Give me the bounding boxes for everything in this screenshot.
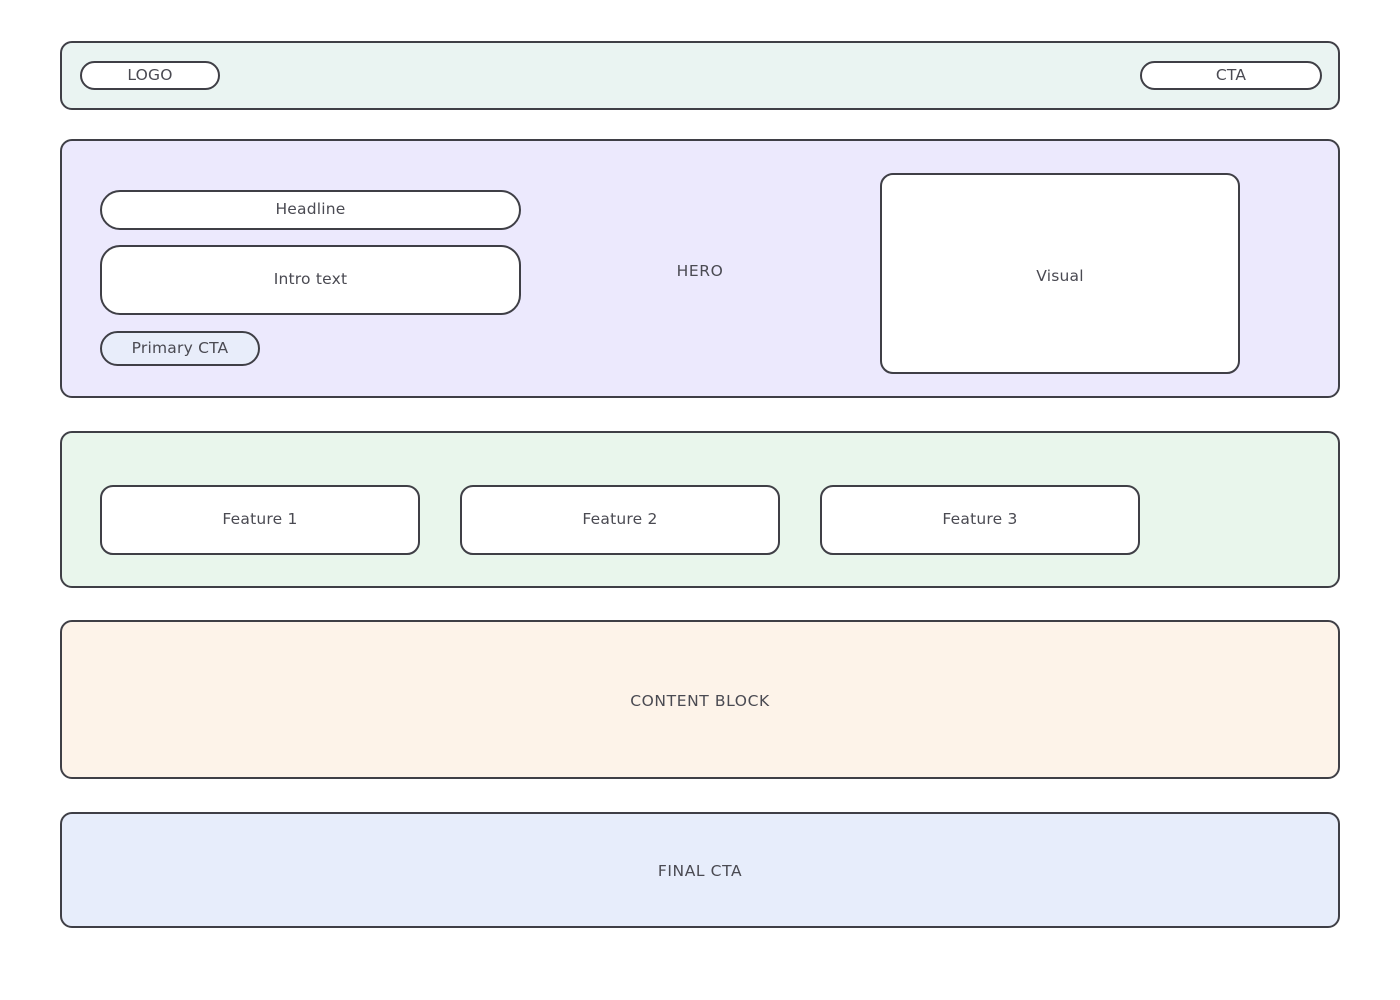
header-cta-label: CTA xyxy=(1215,65,1247,84)
feature-card-label: Feature 1 xyxy=(222,510,298,529)
logo-label: LOGO xyxy=(127,65,173,84)
hero-visual-label: Visual xyxy=(1036,266,1084,285)
final-cta-label: FINAL CTA xyxy=(657,862,743,880)
header-section xyxy=(60,41,1340,110)
hero-section-label: HERO xyxy=(676,262,724,280)
header-cta-button[interactable]: CTA xyxy=(1140,61,1322,90)
feature-card[interactable]: Feature 1 xyxy=(100,485,420,555)
feature-card-label: Feature 3 xyxy=(942,510,1018,529)
logo-placeholder[interactable]: LOGO xyxy=(80,61,220,90)
hero-primary-cta-button[interactable]: Primary CTA xyxy=(100,331,260,366)
feature-card-label: Feature 2 xyxy=(582,510,658,529)
hero-intro-placeholder: Intro text xyxy=(100,245,521,315)
hero-headline-placeholder: Headline xyxy=(100,190,521,230)
hero-visual-placeholder: Visual xyxy=(880,173,1240,374)
content-block-section xyxy=(60,620,1340,779)
hero-intro-label: Intro text xyxy=(273,270,348,289)
hero-headline-label: Headline xyxy=(275,200,346,219)
hero-primary-cta-label: Primary CTA xyxy=(131,338,229,357)
feature-card[interactable]: Feature 3 xyxy=(820,485,1140,555)
final-cta-section[interactable] xyxy=(60,812,1340,928)
content-block-label: CONTENT BLOCK xyxy=(630,692,770,710)
feature-card[interactable]: Feature 2 xyxy=(460,485,780,555)
